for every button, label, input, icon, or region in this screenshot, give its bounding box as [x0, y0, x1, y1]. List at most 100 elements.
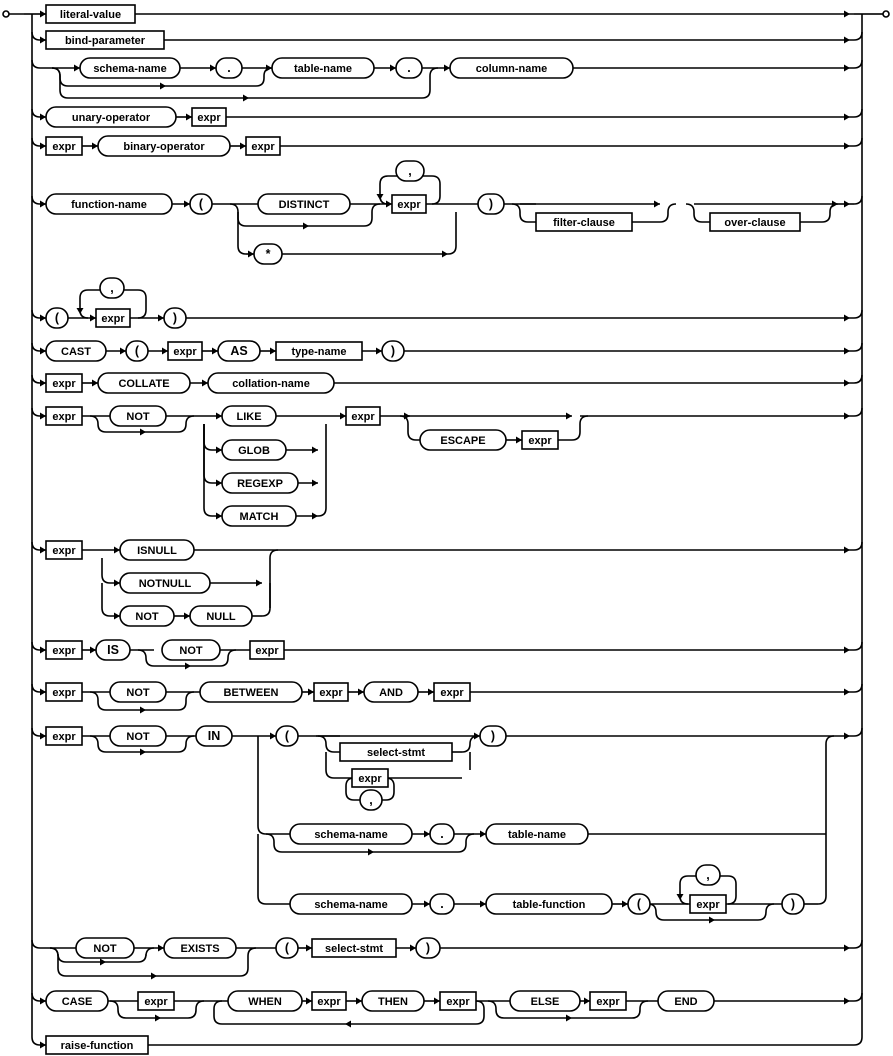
node-label: ( — [285, 729, 290, 743]
terminal-and: AND — [363, 681, 419, 703]
terminal-binary-operator: binary-operator — [97, 135, 231, 157]
arrow-head — [410, 944, 416, 952]
terminal-dot: . — [395, 57, 423, 79]
connector-lines — [6, 13, 886, 1046]
terminal-unary-operator: unary-operator — [45, 106, 177, 128]
nonterminal-expr: expr — [689, 894, 727, 914]
terminal-rparen: ) — [415, 937, 441, 959]
node-label: literal-value — [60, 9, 121, 21]
node-label: ) — [391, 344, 395, 358]
node-label: END — [674, 996, 697, 1008]
arrow-head — [844, 10, 850, 18]
branch — [31, 309, 41, 319]
arrow-head — [428, 688, 434, 696]
escape-branch — [399, 415, 420, 441]
node-label: expr — [197, 112, 221, 124]
merge — [853, 641, 863, 651]
arrow-head — [100, 958, 106, 966]
node-label: schema-name — [314, 829, 387, 841]
terminal-dot: . — [429, 823, 455, 845]
terminal-schema-name: schema-name — [289, 893, 413, 915]
node-label: expr — [52, 141, 76, 153]
nonterminal-expr: expr — [95, 308, 131, 328]
merge — [853, 195, 863, 205]
node-label: ( — [55, 311, 60, 325]
terminal-like: LIKE — [221, 405, 277, 427]
terminal-glob: GLOB — [221, 439, 287, 461]
branch — [31, 195, 41, 205]
node-label: table-name — [294, 63, 352, 75]
select-branch — [317, 735, 340, 753]
nonterminal-expr: expr — [45, 136, 83, 156]
node-label: NOT — [135, 611, 159, 623]
merge — [853, 541, 863, 551]
node-label: type-name — [291, 346, 346, 358]
nonterminal-expr: expr — [311, 991, 347, 1011]
arrow-head — [622, 900, 628, 908]
escape-merge — [558, 415, 589, 441]
terminal-end: END — [657, 990, 715, 1012]
terminal-table-function: table-function — [485, 893, 613, 915]
branch — [31, 641, 41, 651]
alt-branch — [203, 424, 222, 484]
diagram-nodes: literal-valuebind-parameterschema-name.t… — [2, 4, 890, 1055]
node-label: ( — [637, 897, 642, 911]
arrow-head — [114, 579, 120, 587]
node-label: AND — [379, 687, 403, 699]
arrow-head — [368, 848, 374, 856]
star-merge — [447, 212, 457, 255]
arrow-head — [243, 94, 249, 102]
branch — [31, 1036, 41, 1046]
terminal-star: * — [253, 243, 283, 265]
node-label: column-name — [476, 63, 548, 75]
arrow-head — [340, 412, 346, 420]
arrow-head — [185, 662, 191, 670]
arrow-head — [676, 894, 684, 900]
nonterminal-expr: expr — [351, 768, 389, 788]
arrow-head — [40, 997, 46, 1005]
node-label: IN — [208, 729, 221, 743]
node-label: IS — [107, 643, 119, 657]
node-label: . — [407, 61, 410, 75]
node-label: NOT — [126, 731, 150, 743]
arrow-head — [90, 314, 96, 322]
terminal-between: BETWEEN — [199, 681, 303, 703]
node-label: NOTNULL — [139, 578, 192, 590]
arrow-head — [240, 142, 246, 150]
arrow-head — [40, 200, 46, 208]
node-label: expr — [317, 996, 341, 1008]
node-label: ) — [173, 311, 177, 325]
arrow-head — [184, 200, 190, 208]
nonterminal-expr: expr — [45, 682, 83, 702]
terminal-escape: ESCAPE — [419, 429, 507, 451]
arrow-head — [216, 446, 222, 454]
node-label: ( — [285, 941, 290, 955]
branch — [31, 727, 41, 737]
node-label: NULL — [206, 611, 236, 623]
arrow-head — [40, 732, 46, 740]
in-merge — [817, 735, 835, 905]
terminal-lparen: ( — [275, 725, 299, 747]
terminal-lparen: ( — [45, 307, 69, 329]
nonterminal-raise-function: raise-function — [45, 1035, 149, 1055]
node-label: expr — [52, 645, 76, 657]
terminal-collate: COLLATE — [97, 372, 191, 394]
node-label: . — [440, 897, 443, 911]
nonterminal-expr: expr — [391, 194, 427, 214]
nonterminal-expr: expr — [167, 341, 203, 361]
arrow-head — [844, 200, 850, 208]
node-label: table-name — [508, 829, 566, 841]
arrow-head — [844, 379, 850, 387]
nonterminal-expr: expr — [45, 726, 83, 746]
arrow-head — [424, 830, 430, 838]
terminal-not: NOT — [75, 937, 135, 959]
arrow-head — [114, 612, 120, 620]
arrow-head — [40, 646, 46, 654]
terminal-not: NOT — [161, 639, 221, 661]
arrow-head — [584, 997, 590, 1005]
node-label: expr — [144, 996, 168, 1008]
arrow-head — [140, 706, 146, 714]
node-label: expr — [696, 899, 720, 911]
node-label: expr — [319, 687, 343, 699]
